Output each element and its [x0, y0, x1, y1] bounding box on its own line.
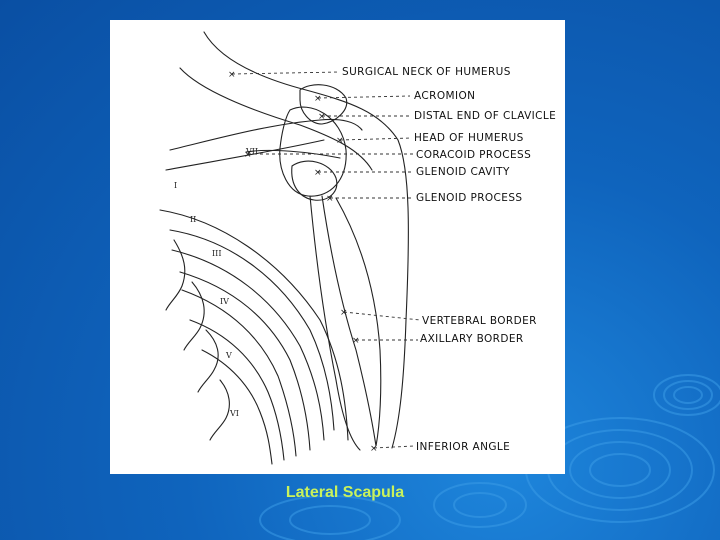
rib-numeral: VI	[229, 409, 239, 418]
label-acromion: ACROMION	[414, 90, 475, 102]
rib-numeral: III	[212, 249, 221, 258]
rib-numeral: VII	[245, 147, 258, 156]
svg-text:×: ×	[326, 194, 334, 204]
label-surgical-neck: SURGICAL NECK OF HUMERUS	[342, 66, 511, 78]
svg-text:×: ×	[336, 136, 344, 146]
scapula-blade-outline	[322, 196, 381, 446]
label-glenoid-process: GLENOID PROCESS	[416, 192, 522, 204]
label-coracoid-process: CORACOID PROCESS	[416, 149, 531, 161]
svg-text:×: ×	[340, 308, 348, 318]
label-glenoid-cavity: GLENOID CAVITY	[416, 166, 510, 178]
label-vertebral-border: VERTEBRAL BORDER	[422, 315, 537, 327]
scapula-line-drawing: × × × × × × × × × × SURGICAL NECK OF HUM…	[110, 20, 565, 474]
clavicle-outline	[170, 119, 362, 150]
rib-numeral: V	[225, 351, 232, 360]
svg-text:×: ×	[352, 336, 360, 346]
rib-numeral: II	[190, 215, 196, 224]
svg-text:×: ×	[228, 70, 236, 80]
label-distal-clavicle: DISTAL END OF CLAVICLE	[414, 110, 556, 122]
humerus-outline	[204, 32, 408, 448]
svg-text:×: ×	[314, 168, 322, 178]
rib-numeral: IV	[220, 297, 229, 306]
rib-numeral: I	[174, 181, 177, 190]
label-head-humerus: HEAD OF HUMERUS	[414, 132, 524, 144]
slide-caption: Lateral Scapula	[0, 484, 690, 502]
svg-text:×: ×	[370, 444, 378, 454]
label-axillary-border: AXILLARY BORDER	[420, 333, 524, 345]
svg-text:×: ×	[314, 94, 322, 104]
svg-text:×: ×	[318, 112, 326, 122]
scapula-diagram: × × × × × × × × × × SURGICAL NECK OF HUM…	[110, 20, 565, 474]
label-inferior-angle: INFERIOR ANGLE	[416, 441, 510, 453]
